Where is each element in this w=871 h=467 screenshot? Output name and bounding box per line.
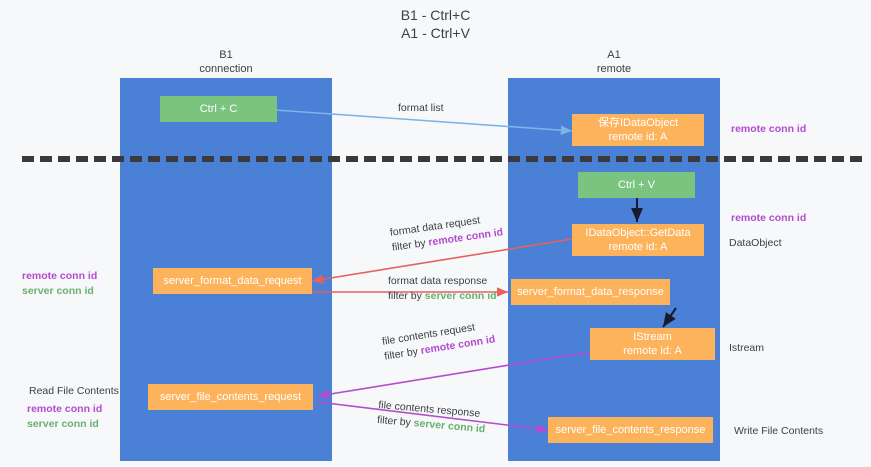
node-idataobject-saved-title: 保存IDataObject <box>597 117 679 129</box>
annotation-left-remote-conn-id-mid: remote conn id <box>22 270 98 282</box>
edge-label-format-list: format list <box>398 102 444 114</box>
node-idataobject-saved[interactable]: 保存IDataObject remote id: A <box>572 114 704 146</box>
diagram-title-line2: A1 - Ctrl+V <box>401 25 470 41</box>
edge-label-file-contents-request: file contents request filter by remote c… <box>381 317 496 364</box>
node-server-file-contents-response[interactable]: server_file_contents_response <box>548 417 713 443</box>
annotation-right-dataobject: DataObject <box>729 237 782 249</box>
node-server-format-data-request-label: server_format_data_request <box>163 275 302 287</box>
node-server-format-data-response[interactable]: server_format_data_response <box>511 279 670 305</box>
node-server-file-contents-response-label: server_file_contents_response <box>555 424 706 436</box>
annotation-left-server-conn-id-mid: server conn id <box>22 285 94 297</box>
node-server-file-contents-request[interactable]: server_file_contents_request <box>148 384 313 410</box>
lane-header-a1-sub: remote <box>596 63 632 75</box>
node-ctrl-c-label: Ctrl + C <box>199 103 238 115</box>
edge-label-format-data-response-line1: format data response <box>388 275 488 287</box>
node-idataobject-getdata-subtitle: remote id: A <box>608 241 668 253</box>
node-server-file-contents-request-label: server_file_contents_request <box>159 391 302 403</box>
annotation-right-remote-conn-id-mid: remote conn id <box>731 212 807 224</box>
edge-label-format-data-request: format data request filter by remote con… <box>389 210 504 255</box>
edge-label-format-data-response-line2: filter by server conn id <box>388 290 497 302</box>
node-ctrl-v-label: Ctrl + V <box>618 179 655 191</box>
node-idataobject-getdata-title: IDataObject::GetData <box>585 227 691 239</box>
diagram-title: B1 - Ctrl+C A1 - Ctrl+V <box>0 6 871 42</box>
edge-label-format-data-response: format data response filter by server co… <box>388 274 497 304</box>
node-idataobject-getdata[interactable]: IDataObject::GetData remote id: A <box>572 224 704 256</box>
lane-header-a1-name: A1 <box>607 49 621 61</box>
node-server-format-data-request[interactable]: server_format_data_request <box>153 268 312 294</box>
diagram-title-line1: B1 - Ctrl+C <box>400 7 471 23</box>
node-ctrl-v[interactable]: Ctrl + V <box>578 172 695 198</box>
node-ctrl-c[interactable]: Ctrl + C <box>160 96 277 122</box>
lane-header-b1-sub: connection <box>199 63 253 75</box>
edge-label-file-contents-response: file contents response filter by server … <box>376 398 487 437</box>
node-server-format-data-response-label: server_format_data_response <box>517 286 664 298</box>
annotation-right-write-file-contents: Write File Contents <box>734 425 824 437</box>
node-istream-subtitle: remote id: A <box>623 345 682 357</box>
node-istream-title: IStream <box>633 331 672 343</box>
annotation-left-conn-ids-bottom: remote conn id server conn id <box>27 402 102 432</box>
lane-header-b1-name: B1 <box>219 49 233 61</box>
annotation-left-server-conn-id-bottom: server conn id <box>27 418 99 430</box>
annotation-right-istream: Istream <box>729 342 765 354</box>
node-istream[interactable]: IStream remote id: A <box>590 328 715 360</box>
phase-divider <box>22 156 862 162</box>
annotation-left-conn-ids-mid: remote conn id server conn id <box>22 269 97 299</box>
node-idataobject-saved-subtitle: remote id: A <box>608 131 668 143</box>
annotation-left-remote-conn-id-bottom: remote conn id <box>27 403 103 415</box>
lane-header-a1: A1 remote <box>514 48 714 76</box>
annotation-right-remote-conn-id-top: remote conn id <box>731 123 807 135</box>
lane-header-b1: B1 connection <box>126 48 326 76</box>
annotation-left-read-file-contents: Read File Contents <box>29 385 119 397</box>
